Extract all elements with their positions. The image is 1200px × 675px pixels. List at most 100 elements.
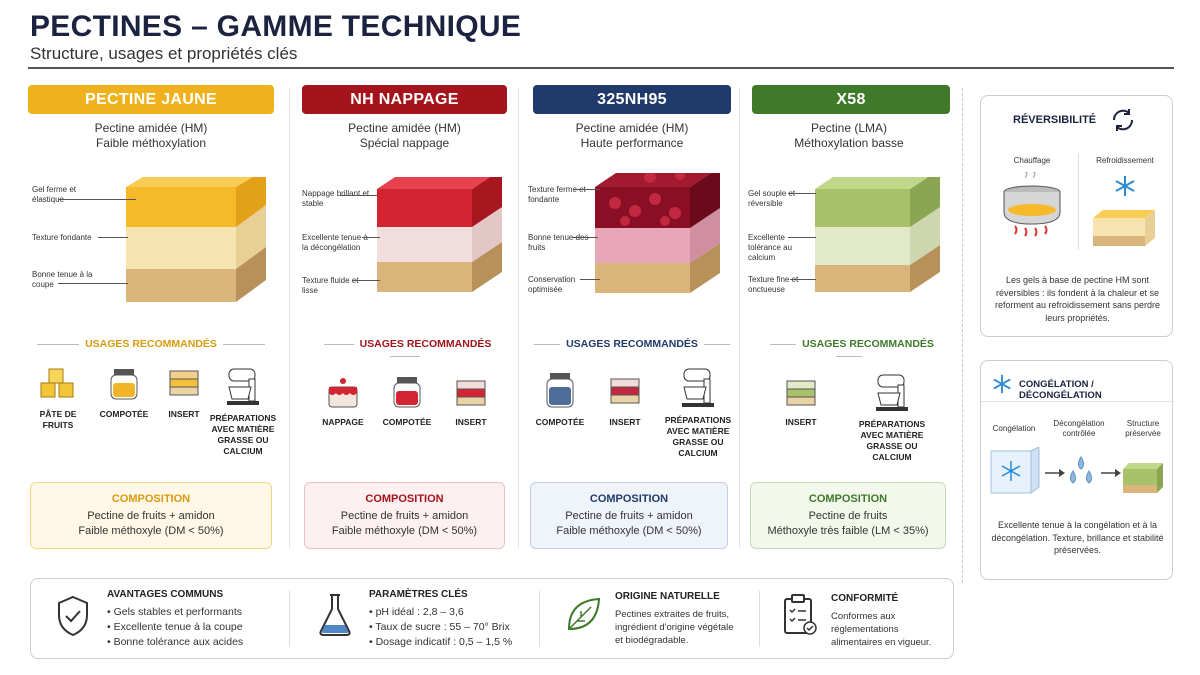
gel-block-icon <box>1123 463 1163 493</box>
snowflake-icon <box>1115 176 1135 196</box>
callout-2: Texture fondante <box>32 233 92 242</box>
origin-title: ORIGINE NATURELLE <box>615 591 720 602</box>
step-freezing-label: Congélation <box>992 424 1036 433</box>
callout-3: Bonne tenue à la coupe <box>32 270 93 289</box>
jam-jar-icon <box>546 373 574 408</box>
reversibility-text: Les gels à base de pectine HM sont réver… <box>994 275 1161 323</box>
gel-cube-illustration <box>126 177 266 302</box>
usage-preparations: PRÉPARATIONS AVEC MATIÈRE GRASSE OU CALC… <box>208 365 278 457</box>
callout-line <box>58 283 128 284</box>
ice-cube-icon <box>990 447 1040 494</box>
callout-line <box>352 280 380 281</box>
gel-cube-illustration <box>377 177 502 292</box>
callout-line <box>790 279 816 280</box>
callout-1: Nappage brillant et stable <box>302 189 370 208</box>
callout-2: Bonne tenue des fruits <box>528 233 589 252</box>
footer-divider <box>539 591 540 647</box>
product-type: Pectine (LMA)Méthoxylation basse <box>794 121 904 150</box>
column-divider <box>289 88 290 548</box>
callout-1: Gel ferme et élastique <box>32 185 77 204</box>
callout-2: Excellente tenue à la décongélation <box>302 233 368 252</box>
usage-insert: INSERT <box>592 371 658 428</box>
freezing-process-illustration <box>990 447 1163 494</box>
footer-panel: AVANTAGES COMMUNS • Gels stables et perf… <box>30 578 954 659</box>
product-type: Pectine amidée (HM)Haute performance <box>575 121 689 150</box>
callout-line <box>574 189 600 190</box>
layered-insert-icon <box>169 370 199 396</box>
layered-insert-icon <box>610 378 640 404</box>
callout-line <box>788 193 816 194</box>
sidebar-divider <box>962 88 963 583</box>
footer-conformity: CONFORMITÉ Conformes aux réglementations… <box>761 579 953 658</box>
cooling-label: Refroidissement <box>1096 156 1154 165</box>
freezing-title: CONGÉLATION / DÉCONGÉLATION <box>1019 379 1102 401</box>
heating-label: Chauffage <box>1013 156 1051 165</box>
layered-insert-icon <box>786 380 816 406</box>
product-banner: PECTINE JAUNE <box>28 85 274 114</box>
page-title: PECTINES – GAMME TECHNIQUE <box>30 10 522 43</box>
reversibility-title: RÉVERSIBILITÉ <box>1013 114 1097 126</box>
product-column-nh-nappage: NH NAPPAGE Pectine amidée (HM)Spécial na… <box>302 85 548 555</box>
step-preserved-label: Structure préservée <box>1125 419 1161 438</box>
panel-divider <box>1078 154 1079 250</box>
panel-divider <box>981 401 1174 402</box>
snowflake-icon <box>993 374 1011 394</box>
step-thawing-label: Décongélation contrôlée <box>1053 419 1105 438</box>
product-type: Pectine amidée (HM)Spécial nappage <box>348 121 461 150</box>
glazed-cake-icon <box>328 378 358 408</box>
usage-insert: INSERT <box>438 375 504 428</box>
fruit-jelly-cubes-icon <box>40 368 74 398</box>
arrow-right-icon <box>1101 469 1121 477</box>
callout-line <box>340 195 378 196</box>
params-list: • pH idéal : 2,8 – 3,6• Taux de sucre : … <box>369 606 513 648</box>
layered-insert-icon <box>456 380 486 406</box>
usage-pate-de-fruits: PÂTE DE FRUITS <box>28 365 88 431</box>
callout-line <box>788 237 816 238</box>
heating-pot-icon <box>1003 172 1061 237</box>
gel-cube-illustration <box>595 173 720 293</box>
callout-line <box>580 279 600 280</box>
usage-compotee: COMPOTÉE <box>92 365 156 420</box>
footer-parameters: PARAMÈTRES CLÉS • pH idéal : 2,8 – 3,6• … <box>291 579 539 658</box>
jam-jar-icon <box>393 377 421 408</box>
column-divider <box>518 88 519 548</box>
callout-line <box>58 199 136 200</box>
gel-block-icon <box>1093 210 1155 246</box>
callout-line <box>572 237 598 238</box>
callout-3: Conservation optimisée <box>528 275 576 294</box>
clipboard-check-icon <box>784 594 817 635</box>
footer-advantages: AVANTAGES COMMUNS • Gels stables et perf… <box>31 579 291 658</box>
conformity-title: CONFORMITÉ <box>831 593 899 604</box>
shield-check-icon <box>58 595 88 637</box>
usages-heading: USAGES RECOMMANDÉS <box>528 338 736 350</box>
usage-preparations: PRÉPARATIONS AVEC MATIÈRE GRASSE OU CALC… <box>660 365 736 459</box>
callout-line <box>362 237 380 238</box>
advantages-list: • Gels stables et performants• Excellent… <box>107 606 244 648</box>
product-banner: X58 <box>752 85 950 114</box>
stand-mixer-icon <box>227 368 259 405</box>
callout-1: Gel souple et réversible <box>748 189 796 208</box>
usage-insert: INSERT <box>152 365 216 420</box>
leaf-icon <box>567 597 601 631</box>
column-divider <box>739 88 740 548</box>
callout-1: Texture ferme et fondante <box>528 185 586 204</box>
footer-origin: ORIGINE NATURELLE Pectines extraites de … <box>541 579 759 658</box>
callout-3: Texture fluide et lisse <box>302 276 359 295</box>
product-column-x58: X58 Pectine (LMA)Méthoxylation basse Gel… <box>748 85 994 555</box>
callout-3: Texture fine et onctueuse <box>748 275 799 294</box>
callout-2: Excellente tolérance au calcium <box>748 233 793 262</box>
usage-compotee: COMPOTÉE <box>374 375 440 428</box>
water-drops-icon <box>1070 456 1092 484</box>
callout-line <box>98 237 128 238</box>
usage-nappage: NAPPAGE <box>310 375 376 428</box>
product-banner: 325NH95 <box>533 85 731 114</box>
usages-heading: USAGES RECOMMANDÉS <box>302 338 507 362</box>
stand-mixer-icon <box>876 374 908 411</box>
product-type: Pectine amidée (HM)Faible méthoxylation <box>94 121 208 150</box>
product-column-325nh95: 325NH95 Pectine amidée (HM)Haute perform… <box>528 85 774 555</box>
